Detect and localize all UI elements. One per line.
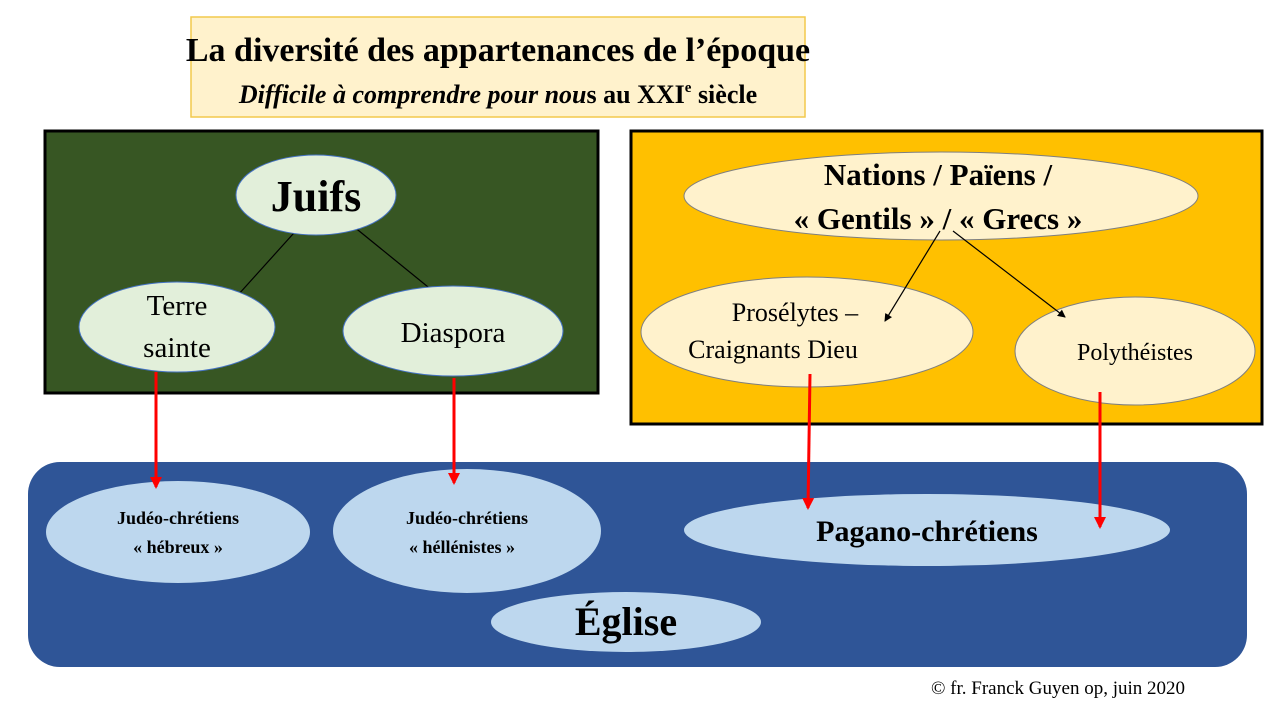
- red-arrow: [802, 373, 815, 510]
- connector-arrow: [952, 230, 1066, 318]
- node-polytheistes-label: Polythéistes: [1077, 340, 1193, 366]
- node-pagano-chretiens: [684, 494, 1170, 566]
- jews-box: Juifs Terre sainte Diaspora: [43, 129, 600, 395]
- node-judeo-hebreux-label: « hébreux »: [133, 537, 223, 557]
- node-proselytes-label: Craignants Dieu: [688, 335, 858, 364]
- node-terre-sainte-label: Terre: [147, 290, 208, 322]
- node-pagano-chretiens-label: Pagano-chrétiens: [816, 515, 1038, 548]
- node-diaspora-label: Diaspora: [401, 317, 506, 349]
- node-eglise-label: Église: [575, 599, 677, 644]
- node-juifs: [235, 154, 397, 236]
- node-eglise: [491, 592, 761, 652]
- title-box: La diversité des appartenances de l’époq…: [186, 16, 810, 118]
- node-nations: [683, 151, 1199, 241]
- node-judeo-hellenistes: [333, 469, 601, 593]
- node-terre-sainte: [78, 281, 276, 373]
- connector-arrow: [884, 230, 941, 322]
- node-juifs-label: Juifs: [271, 172, 361, 221]
- node-judeo-hebreux-label: Judéo-chrétiens: [117, 508, 239, 528]
- page-subtitle: Difficile à comprendre pour nous au XXIe…: [238, 80, 757, 109]
- node-polytheistes: [1014, 296, 1256, 406]
- node-nations-label: « Gentils » / « Grecs »: [794, 201, 1083, 236]
- node-judeo-hellenistes-label: Judéo-chrétiens: [406, 508, 528, 528]
- node-judeo-hellenistes-label: « héllénistes »: [409, 537, 515, 557]
- node-nations-label: Nations / Païens /: [824, 157, 1053, 192]
- node-terre-sainte-label: sainte: [143, 332, 211, 364]
- church-box: Judéo-chrétiens « hébreux » Judéo-chréti…: [28, 462, 1247, 667]
- node-proselytes-label: Prosélytes –: [732, 298, 859, 327]
- node-diaspora: [342, 285, 564, 377]
- red-arrows: [150, 372, 1106, 529]
- copyright-notice: © fr. Franck Guyen op, juin 2020: [931, 678, 1185, 699]
- node-judeo-hebreux: [46, 481, 310, 583]
- page-title: La diversité des appartenances de l’époq…: [186, 32, 810, 69]
- node-proselytes: [640, 276, 974, 388]
- nations-box: Nations / Païens / « Gentils » / « Grecs…: [629, 129, 1264, 426]
- connector-line: [237, 223, 303, 296]
